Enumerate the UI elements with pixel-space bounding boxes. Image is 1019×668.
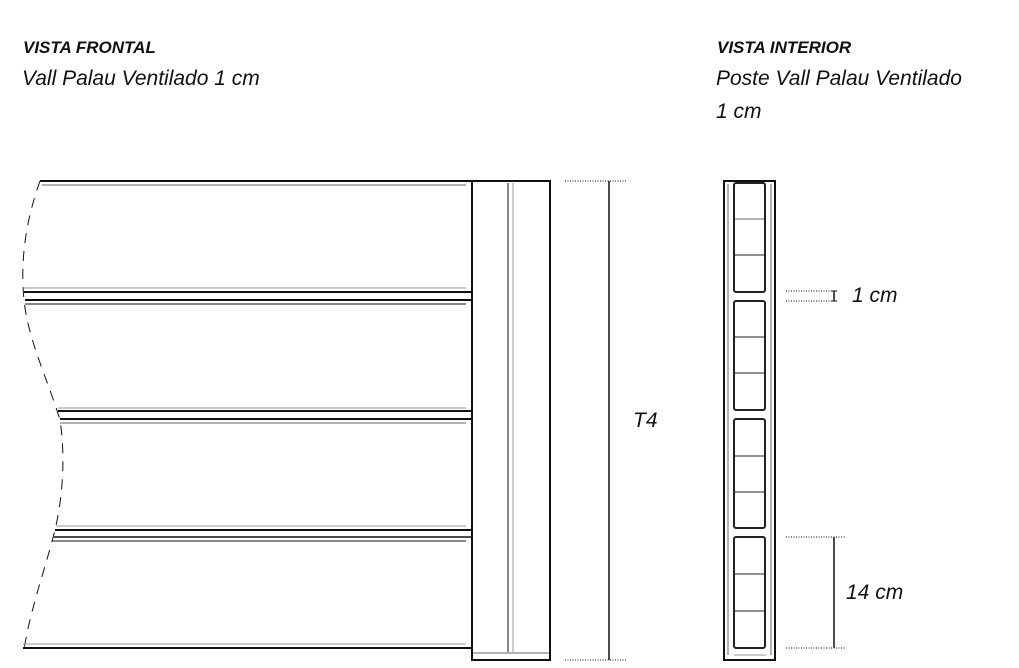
post-front [471, 180, 551, 661]
board-dimension [786, 536, 846, 649]
board-lines [23, 180, 472, 649]
board-profile-2 [733, 300, 766, 411]
front-view-drawing [22, 180, 626, 661]
board-profile-4 [733, 536, 766, 649]
gap-label: 1 cm [852, 284, 898, 307]
front-view-subtitle: Vall Palau Ventilado 1 cm [22, 67, 260, 90]
break-line [22, 180, 64, 651]
board-height-label: 14 cm [846, 581, 904, 604]
interior-view-subtitle-line1: Poste Vall Palau Ventilado [716, 67, 962, 90]
front-view-heading: VISTA FRONTAL [23, 38, 156, 57]
board-profile-1 [733, 182, 766, 293]
height-dimension [565, 180, 626, 661]
gap-dimension [786, 290, 837, 302]
interior-view-heading: VISTA INTERIOR [717, 38, 852, 57]
board-profile-3 [733, 418, 766, 529]
interior-view-subtitle-line2: 1 cm [716, 100, 762, 123]
interior-view-drawing [723, 180, 846, 661]
height-label: T4 [633, 409, 658, 432]
